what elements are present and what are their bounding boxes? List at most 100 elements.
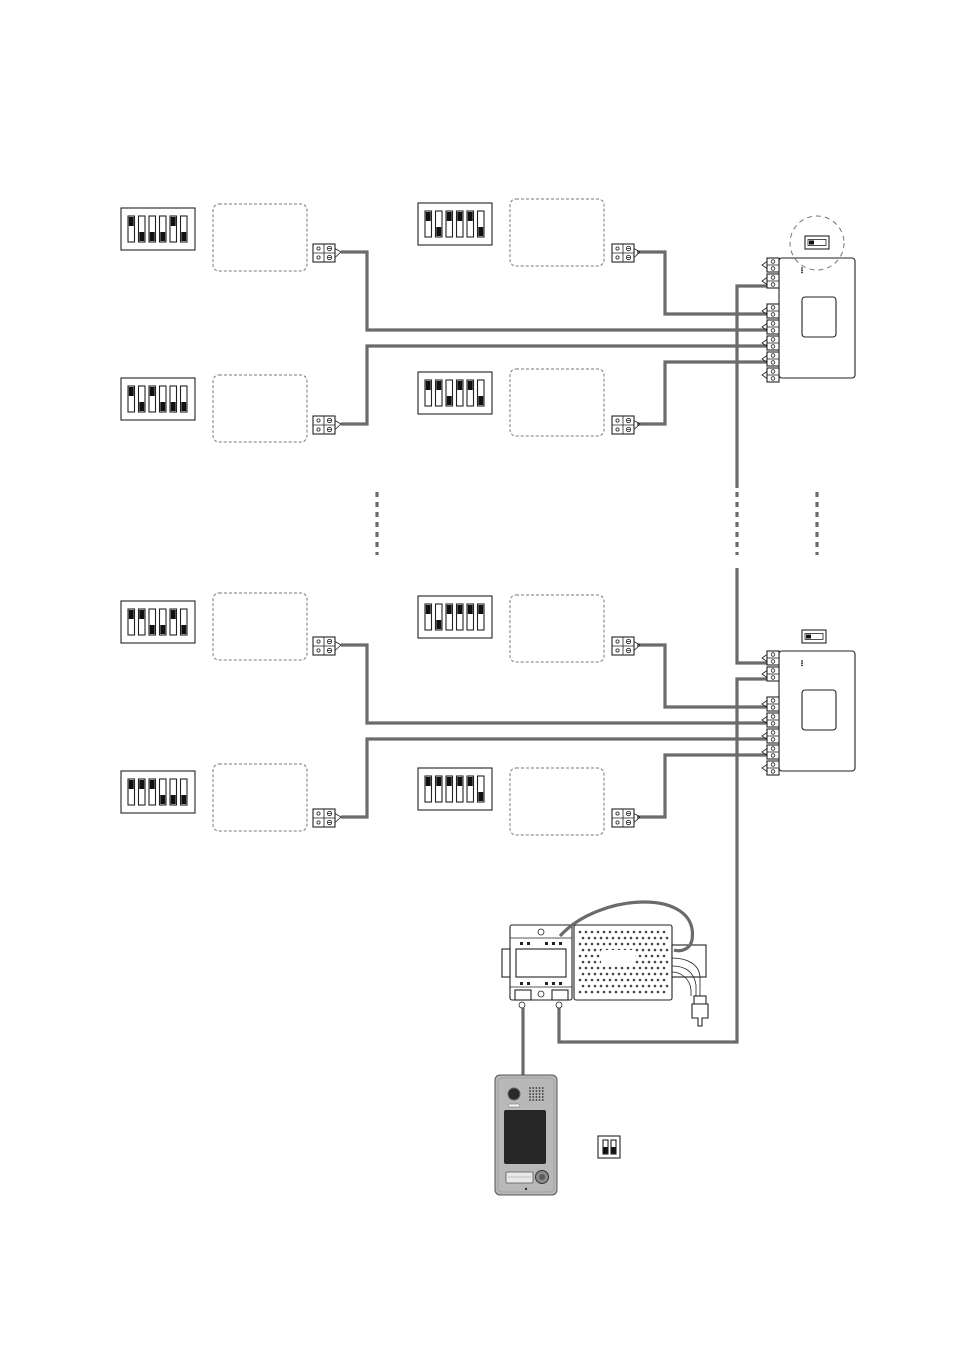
dip-knob [457,381,462,390]
monitor-unit-m6 [121,764,341,831]
monitor-unit-m4 [418,369,640,436]
dip-switch-m7 [418,596,492,638]
led-indicator [508,1104,520,1107]
dip-knob [457,777,462,786]
dip-knob [150,780,155,789]
dip-knob [160,232,165,241]
dip-knob [139,232,144,241]
monitor-panel-m3 [510,199,604,266]
dip-knob [139,610,144,619]
wire-m1 [341,252,772,330]
dip-knob [181,625,186,634]
distributor-window [802,690,836,730]
terminal-block-m1 [313,244,341,262]
terminal-block-m3 [612,244,640,262]
dip-switch-m3 [418,203,492,245]
dip-knob [468,381,473,390]
dip-knob [436,381,441,390]
monitor-panel-m4 [510,369,604,436]
dip-knob [129,217,134,226]
bus-riser-middle [737,568,772,663]
wire-m7 [637,645,772,707]
dip-knob [129,387,134,396]
terminator-switch-d2 [802,630,826,643]
wire-m4 [637,362,772,424]
monitor-panel-m8 [510,768,604,835]
dip-knob [426,381,431,390]
terminal-block-m4 [612,416,640,434]
dip-knob [171,795,176,804]
monitor-unit-m2 [121,375,341,442]
camera-lens [508,1088,520,1100]
dip-knob [129,610,134,619]
microphone-dot [525,1188,527,1190]
dip-knob [181,795,186,804]
terminal-block-m2 [313,416,341,434]
dip-knob [181,232,186,241]
terminal-block-m7 [612,637,640,655]
dip-knob [478,605,483,614]
terminal-block-m6 [313,809,341,827]
monitor-panel-m2 [213,375,307,442]
monitor-unit-m5 [121,593,341,660]
dip-knob [139,780,144,789]
dip-switch-m5 [121,601,195,643]
dip-knob [150,387,155,396]
dip-knob [447,212,452,221]
din-clip-left [502,949,510,977]
terminal-block-m8 [612,809,640,827]
dip-knob [468,777,473,786]
dip-knob [160,795,165,804]
dip-knob [171,402,176,411]
dip-knob [436,620,441,629]
dip-switch-m8 [418,768,492,810]
controller-display [516,949,566,977]
wire-m3 [637,252,772,314]
dip-knob [139,402,144,411]
mains-plug-icon [692,996,708,1026]
dip-knob [478,227,483,236]
dip-knob [457,605,462,614]
monitor-panel-m7 [510,595,604,662]
dip-knob [426,605,431,614]
monitor-panel-m1 [213,204,307,271]
dip-knob [160,402,165,411]
dip-switch-m6 [121,771,195,813]
distributor-d1 [762,216,855,382]
dip-knob [447,605,452,614]
dip-switch-m2 [121,378,195,420]
wire-m6 [341,739,772,817]
distributor-layer [762,216,855,775]
dip-knob [436,777,441,786]
dip-knob [478,792,483,801]
dip-knob [468,212,473,221]
door-station-screen [504,1110,546,1164]
monitor-unit-m3 [418,199,640,266]
dip-knob [457,212,462,221]
distributor-window [802,297,836,337]
dip-knob [447,777,452,786]
monitor-unit-m1 [121,204,341,271]
distributor-d2 [762,630,855,775]
dip-knob [160,625,165,634]
dip-knob [129,780,134,789]
dip-knob [468,605,473,614]
door-station [495,1075,557,1195]
dip-knob [181,402,186,411]
door-station-dip-switch [598,1136,620,1158]
dip-knob [426,212,431,221]
dip-switch-m4 [418,372,492,414]
dip-switch-m1 [121,208,195,250]
dip-knob [150,625,155,634]
dip-knob [436,227,441,236]
power-supply-unit [502,902,708,1026]
dip-knob [171,217,176,226]
dip-knob [171,610,176,619]
dip-knob [426,777,431,786]
wire-m8 [637,755,772,817]
wire-m5 [341,645,772,723]
name-card-slot [506,1172,533,1183]
psu-label-area [601,950,635,965]
wire-m2 [341,346,772,424]
